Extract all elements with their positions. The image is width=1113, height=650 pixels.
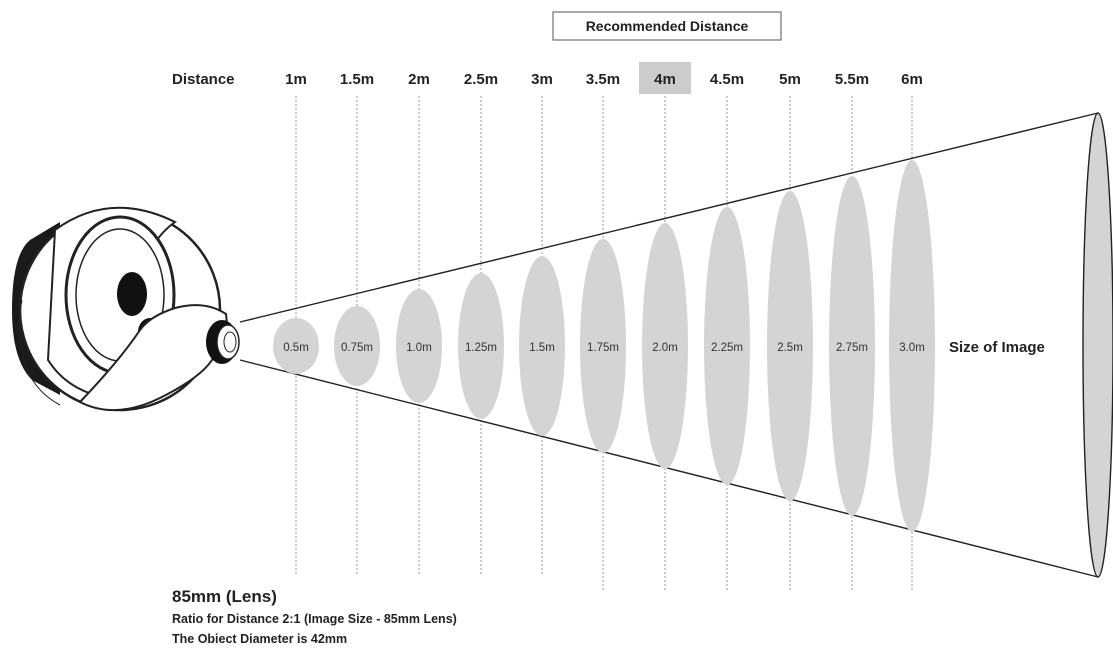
- image-size-ellipse: [829, 176, 875, 516]
- image-size-ellipse: [704, 207, 750, 485]
- image-size-label: 0.5m: [283, 342, 309, 354]
- image-size-ellipse: [458, 273, 504, 419]
- image-size-label: 0.75m: [341, 342, 373, 354]
- image-size-ellipse: [273, 318, 319, 374]
- distance-label: 6m: [901, 71, 923, 88]
- screen-ellipse: [1082, 112, 1113, 578]
- distance-label: 5.5m: [835, 71, 869, 88]
- image-size-ellipse: [396, 289, 442, 403]
- caption-diameter: The Obiect Diameter is 42mm: [172, 632, 348, 646]
- image-size-label: 1.0m: [406, 342, 432, 354]
- projector-lens-icon: [12, 206, 240, 412]
- caption-title: 85mm (Lens): [172, 587, 277, 606]
- distance-label: 3m: [531, 71, 553, 88]
- image-size-ellipse: [642, 223, 688, 469]
- distance-label: 4m: [654, 71, 676, 88]
- projection-cone: [239, 112, 1113, 578]
- recommended-highlight: [639, 62, 691, 94]
- recommended-label: Recommended Distance: [586, 18, 749, 34]
- image-size-ellipse: [334, 306, 380, 386]
- distance-label: 1m: [285, 71, 307, 88]
- image-size-label: 2.0m: [652, 342, 678, 354]
- distance-label: 2m: [408, 71, 430, 88]
- image-size-label: 1.5m: [529, 342, 555, 354]
- caption-ratio: Ratio for Distance 2:1 (Image Size - 85m…: [172, 612, 457, 626]
- image-size-label: 3.0m: [899, 342, 925, 354]
- image-size-ellipse: [580, 239, 626, 453]
- distance-label: 5m: [779, 71, 801, 88]
- distance-labels: 1m 1.5m 2m 2.5m 3m 3.5m 4m 4.5m 5m 5.5m 6m: [285, 71, 923, 88]
- distance-header: Distance: [172, 71, 235, 88]
- recommended-box: [552, 11, 782, 41]
- image-size-label: 2.25m: [711, 342, 743, 354]
- distance-label: 3.5m: [586, 71, 620, 88]
- size-of-image-label: Size of Image: [949, 339, 1045, 356]
- image-size-label: 1.25m: [465, 342, 497, 354]
- distance-label: 4.5m: [710, 71, 744, 88]
- image-size-label: 2.5m: [777, 342, 803, 354]
- image-size-label: 2.75m: [836, 342, 868, 354]
- distance-label: 1.5m: [340, 71, 374, 88]
- image-size-ellipse: [767, 191, 813, 501]
- image-size-ellipse: [889, 160, 935, 532]
- distance-label: 2.5m: [464, 71, 498, 88]
- image-size-ellipses: [273, 160, 935, 532]
- image-size-ellipse: [519, 256, 565, 436]
- image-size-label: 1.75m: [587, 342, 619, 354]
- image-size-labels: 0.5m 0.75m 1.0m 1.25m 1.5m 1.75m 2.0m 2.25m 2.5m…: [283, 342, 925, 354]
